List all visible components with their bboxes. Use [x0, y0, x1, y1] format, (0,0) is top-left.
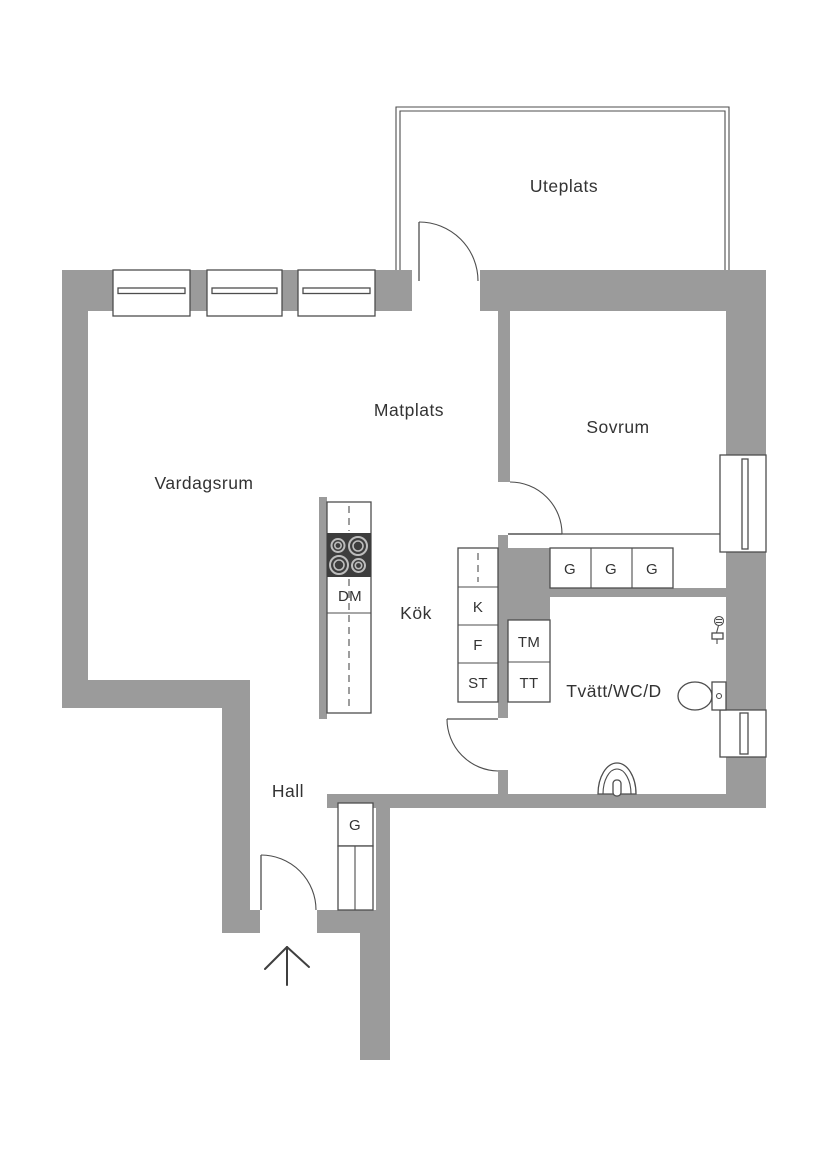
st-label: ST [468, 675, 488, 692]
room-label-hall: Hall [272, 781, 304, 801]
windows [112, 269, 767, 758]
bedroom-wardrobe-row [549, 547, 674, 589]
toilet-tank-icon [711, 681, 727, 711]
burner-large-1-inner-icon [352, 540, 364, 552]
bedroom-door-swing [509, 481, 563, 535]
burner-large-2-inner-icon [333, 559, 345, 571]
shower-stem [715, 625, 720, 634]
entry-door-swing [260, 854, 317, 911]
room-label-kok: Kök [400, 603, 432, 623]
wall-bath-block [498, 548, 550, 620]
window-bedroom-glass [741, 458, 749, 550]
wardrobe-2-label: G [605, 561, 617, 578]
dryer-label: TT [520, 675, 539, 692]
entry-arrow-left [264, 946, 288, 970]
doors [260, 221, 720, 911]
shower-icon [711, 615, 725, 644]
patio-door-swing [418, 221, 479, 282]
hall-wardrobe-label: G [349, 817, 361, 834]
wall-left [62, 270, 88, 708]
wall-kitchen-bath [498, 535, 508, 718]
patio-border-outer [395, 106, 730, 270]
burner-small-1-inner-icon [333, 541, 342, 550]
sink-outer-icon [597, 762, 637, 795]
sink-inner-icon [602, 768, 632, 795]
room-label-sovrum: Sovrum [586, 417, 649, 437]
bathroom-door-swing [446, 718, 499, 772]
wall-bath-stub [498, 770, 508, 808]
window-top-3-glass [302, 287, 371, 295]
freezer-label: F [473, 637, 482, 654]
wall-hall-left [222, 680, 250, 933]
shower-bracket [711, 632, 724, 640]
wall-hall-right [376, 794, 390, 910]
room-label-uteplats: Uteplats [530, 176, 598, 196]
burner-small-1-icon [330, 538, 346, 553]
laundry-machines: TM TT [507, 619, 551, 703]
entry-door-opening [260, 910, 317, 933]
kitchen-island: DM [319, 497, 372, 719]
patio-outline [395, 106, 730, 270]
fridge-label: K [473, 599, 483, 616]
room-label-tvatt-wc-d: Tvätt/WC/D [566, 681, 661, 701]
patio-border-inner [399, 110, 726, 270]
burner-small-2-icon [351, 558, 366, 573]
sink-tap-icon [612, 779, 622, 797]
window-top-2-glass [211, 287, 278, 295]
wall-openings [260, 270, 480, 933]
bathroom-fixtures [597, 615, 727, 797]
island-back-panel [319, 497, 327, 719]
patio-door-opening [412, 270, 480, 311]
kitchen-cabinets: K F ST [457, 547, 499, 703]
toilet-button-icon [715, 692, 723, 700]
wall-bottom-right [327, 794, 766, 808]
wall-tail [360, 910, 390, 1060]
laundry-column [507, 619, 551, 703]
hall-wardrobe: G [337, 802, 374, 911]
walls [62, 270, 766, 1060]
toilet-bowl-icon [677, 681, 713, 711]
wall-bedroom-left [498, 311, 510, 482]
entry-arrow-right [286, 946, 310, 968]
room-label-vardagsrum: Vardagsrum [154, 473, 253, 493]
burner-large-1-icon [348, 536, 368, 556]
entry-arrow-icon [264, 946, 310, 986]
dishwasher-label: DM [338, 588, 362, 605]
window-bathroom-glass [739, 712, 749, 755]
burner-small-2-inner-icon [354, 561, 363, 570]
wall-step [62, 680, 250, 708]
wall-bath-top [550, 588, 726, 597]
wardrobe-3-label: G [646, 561, 658, 578]
burner-large-2-icon [329, 555, 349, 575]
wardrobe-1-label: G [564, 561, 576, 578]
room-label-matplats: Matplats [374, 400, 444, 420]
window-top-1-glass [117, 287, 186, 295]
bedroom-wardrobes: G G G [549, 547, 674, 589]
shower-head-icon [713, 615, 725, 627]
washing-machine-label: TM [518, 634, 540, 651]
room-labels: Uteplats Matplats Sovrum Vardagsrum Kök … [154, 176, 661, 801]
